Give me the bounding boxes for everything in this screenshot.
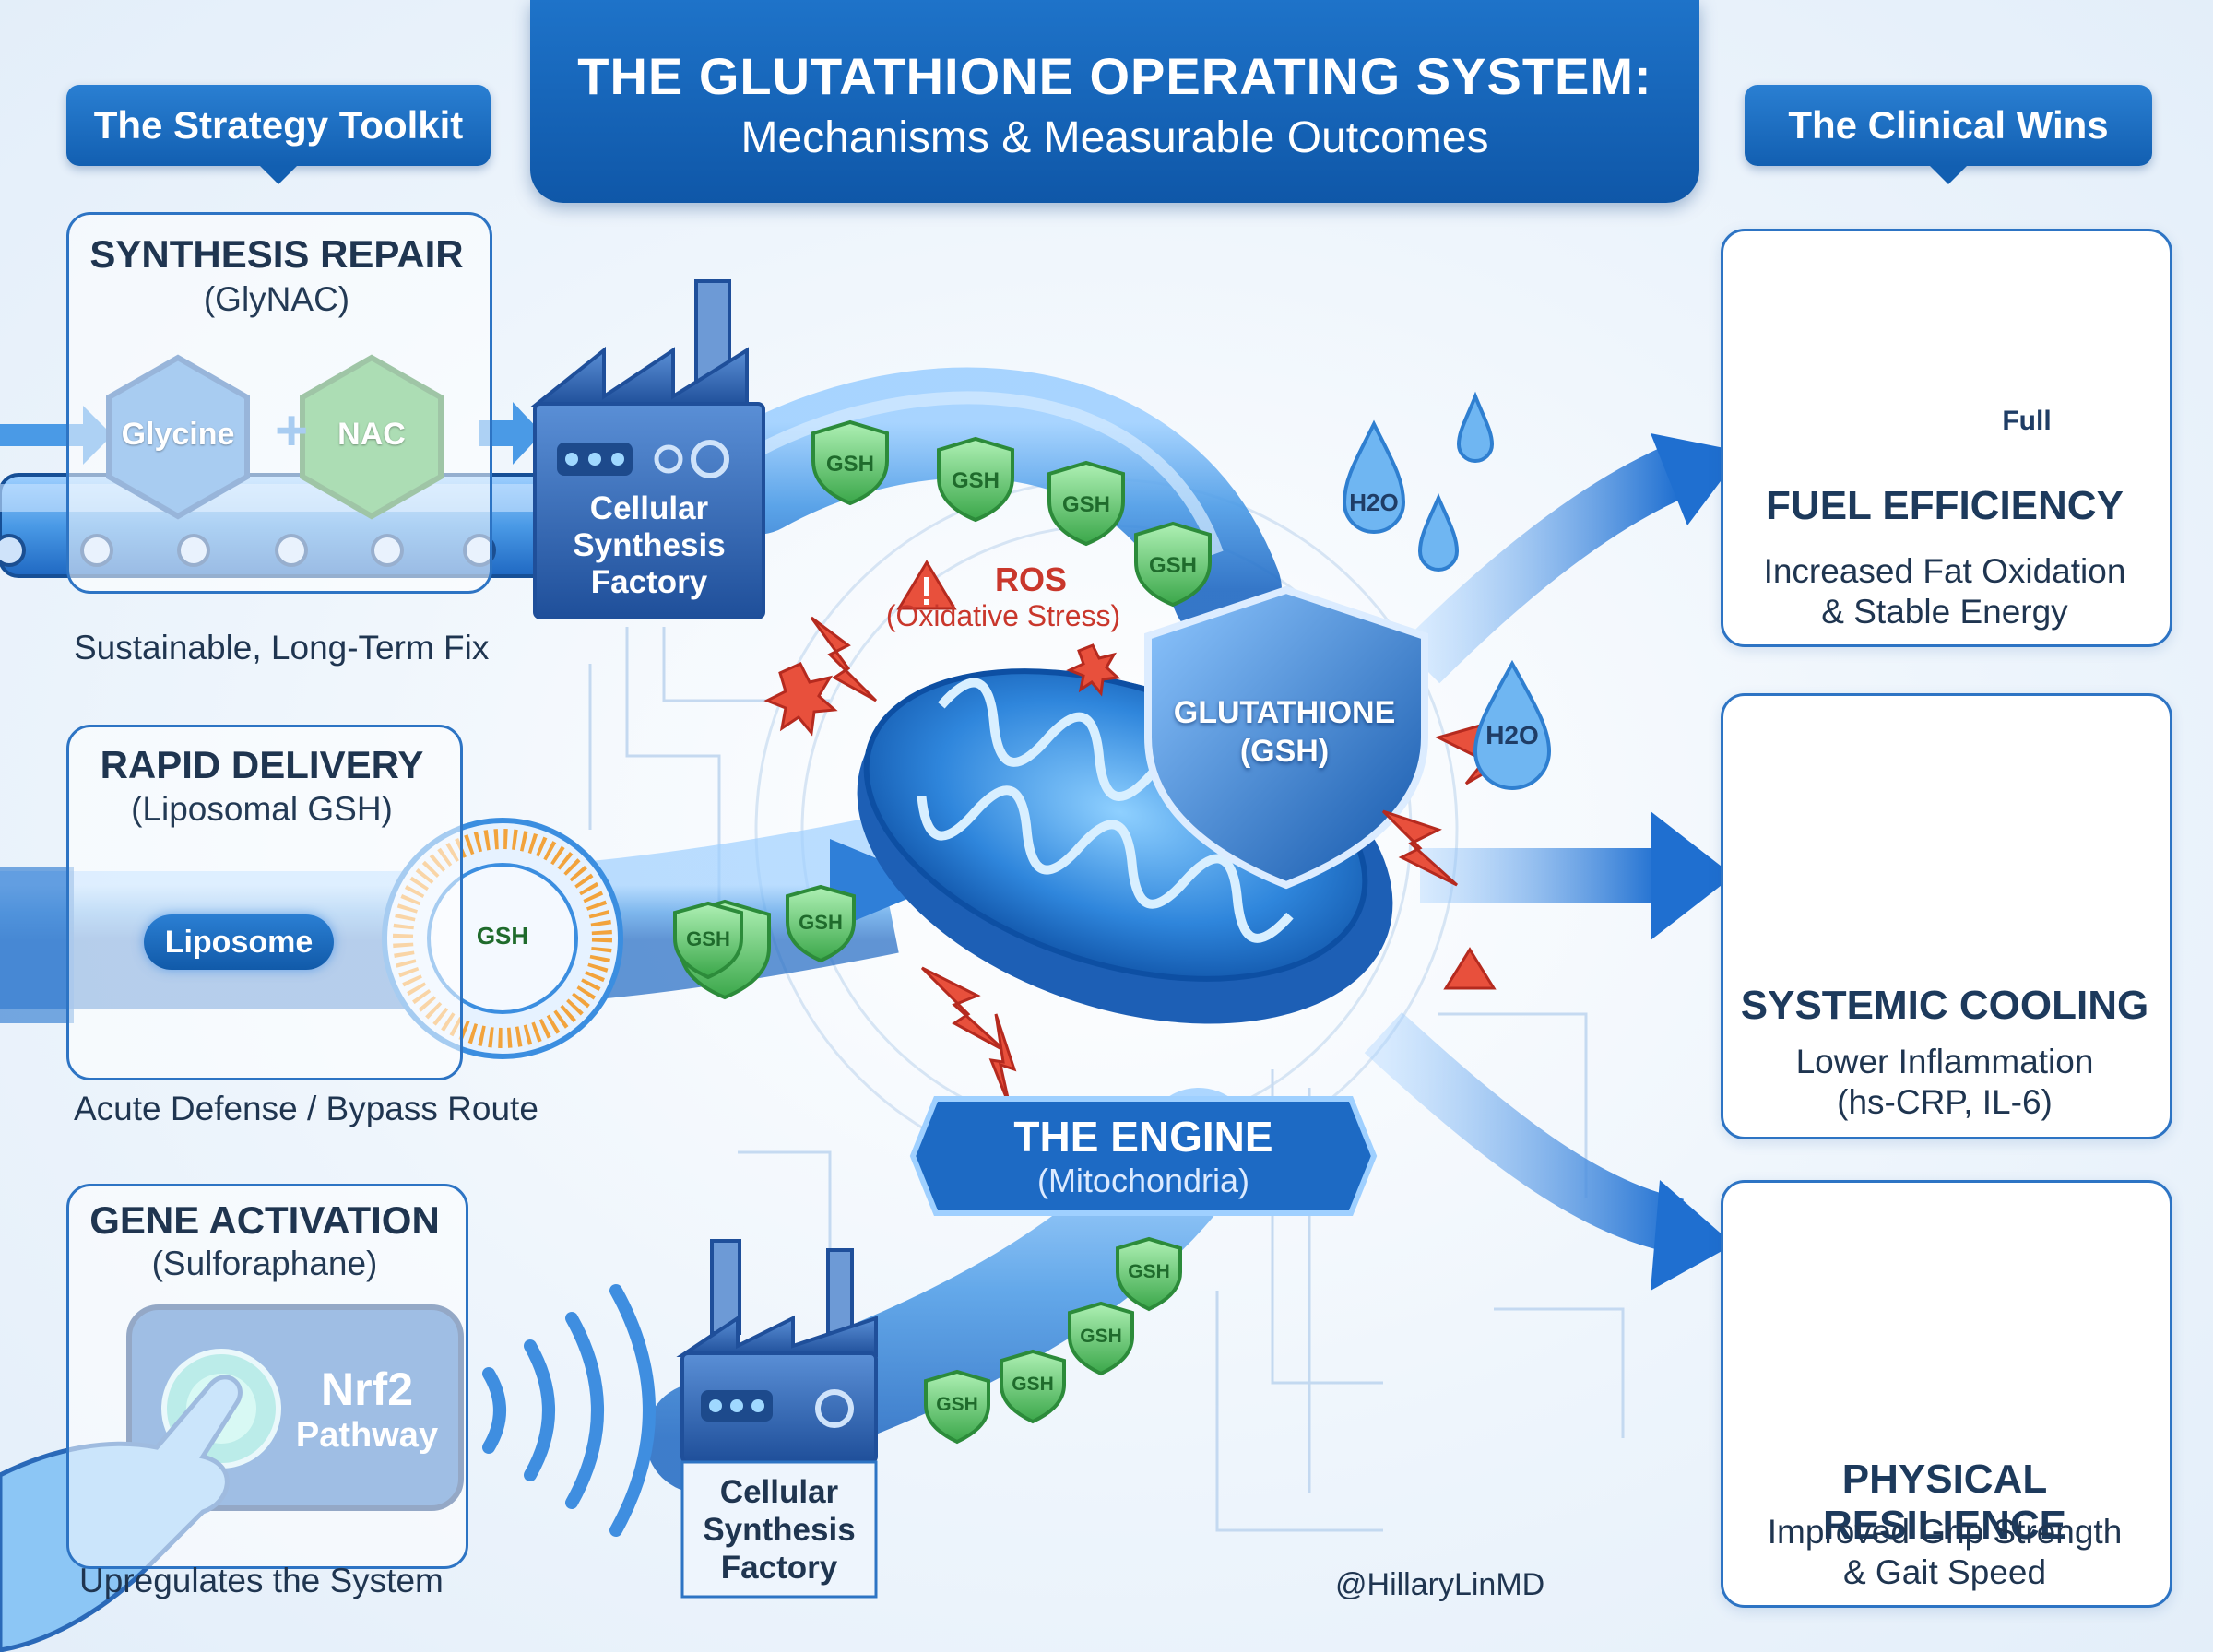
engine-title: THE ENGINE: [1013, 1113, 1273, 1161]
gene-activation-subtitle: (Sulforaphane): [151, 1245, 378, 1282]
gsh-tag: GSH: [1080, 1326, 1122, 1347]
output-arrows: [1364, 433, 1743, 1291]
glutathione-label: GLUTATHIONE (GSH): [1160, 693, 1409, 771]
factory-lower-line-3: Factory: [720, 1550, 838, 1586]
water-label: H2O: [1485, 721, 1539, 749]
glutathione-shield: [1144, 585, 1428, 890]
gsh-tag: GSH: [1148, 553, 1197, 578]
strategy-toolkit-header: The Strategy Toolkit: [66, 85, 491, 184]
gauge-label: Full: [2002, 406, 2052, 436]
glutathione-line-1: GLUTATHIONE: [1173, 695, 1396, 730]
physical-resilience-title: PHYSICAL RESILIENCE: [1822, 1457, 2067, 1548]
physical-resilience-panel: [1721, 1180, 2172, 1608]
factory-upper: [529, 279, 765, 620]
rapid-delivery-panel: [66, 725, 463, 1080]
synthesis-repair-subtitle: (GlyNAC): [203, 280, 350, 318]
systemic-cooling-title: SYSTEMIC COOLING: [1740, 983, 2149, 1028]
liposome-label: Liposome: [144, 914, 334, 970]
glycine-label: Glycine: [121, 417, 235, 452]
gene-activation-panel: [66, 1184, 468, 1569]
gsh-tag: GSH: [951, 468, 1000, 493]
page-title: THE GLUTATHIONE OPERATING SYSTEM:: [577, 47, 1652, 105]
title-banner: THE GLUTATHIONE OPERATING SYSTEM: Mechan…: [530, 0, 1699, 203]
engine-subtitle: (Mitochondria): [1036, 1162, 1250, 1199]
systemic-cooling-panel: [1721, 693, 2172, 1139]
factory-upper-line-2: Synthesis: [573, 527, 726, 563]
factory-lower-line-2: Synthesis: [703, 1512, 856, 1548]
nrf2-line-1: Nrf2: [320, 1363, 414, 1415]
gsh-tag: GSH: [799, 911, 843, 934]
ros-label: ROS (Oxidative Stress): [856, 560, 1151, 633]
gsh-tag: GSH: [936, 1394, 978, 1415]
rapid-delivery-subtitle: (Liposomal GSH): [131, 790, 393, 828]
physical-resilience-description: Improved Grip Strength & Gait Speed: [1724, 1512, 2165, 1593]
warning-icon: [896, 560, 1497, 990]
author-handle: @HillaryLinMD: [1335, 1567, 1545, 1602]
gsh-mini-shields: [673, 419, 1212, 1445]
rapid-delivery-note: Acute Defense / Bypass Route: [74, 1090, 538, 1127]
water-label: H2O: [1349, 489, 1399, 516]
page-subtitle: Mechanisms & Measurable Outcomes: [740, 113, 1489, 162]
factory-lower-line-1: Cellular: [719, 1474, 839, 1510]
fuel-efficiency-line-1: Increased Fat Oxidation: [1763, 552, 2126, 590]
fuel-efficiency-panel: [1721, 229, 2172, 647]
physical-resilience-line-1: Improved Grip Strength: [1767, 1513, 2123, 1551]
gsh-tag: GSH: [1061, 492, 1110, 517]
physical-resilience-line-2: & Gait Speed: [1842, 1553, 2047, 1591]
gsh-tag: GSH: [476, 922, 529, 950]
water-drops: [1342, 391, 1552, 790]
nrf2-line-2: Pathway: [295, 1416, 439, 1455]
factory-lower: [676, 1239, 878, 1599]
rapid-delivery-title: RAPID DELIVERY: [100, 743, 424, 786]
synthesis-repair-panel: [66, 212, 492, 594]
systemic-cooling-line-2: (hs-CRP, IL-6): [1837, 1083, 2053, 1121]
factory-upper-label: Cellular Synthesis Factory: [535, 490, 763, 601]
nac-label: NAC: [337, 417, 406, 452]
gsh-tag: GSH: [1012, 1374, 1054, 1395]
gsh-tag: GSH: [1128, 1261, 1170, 1282]
fuel-efficiency-line-2: & Stable Energy: [1821, 593, 2068, 631]
engine-banner: [909, 1096, 1378, 1216]
gene-activation-note: Upregulates the System: [79, 1562, 444, 1599]
nrf2-label: Nrf2 Pathway: [293, 1363, 441, 1456]
engine-label: THE ENGINE (Mitochondria): [913, 1099, 1374, 1213]
synthesis-repair-title: SYNTHESIS REPAIR: [89, 232, 464, 276]
gsh-tag: GSH: [825, 452, 874, 477]
ros-title: ROS: [994, 560, 1067, 598]
systemic-cooling-description: Lower Inflammation (hs-CRP, IL-6): [1724, 1042, 2165, 1123]
fuel-efficiency-description: Increased Fat Oxidation & Stable Energy: [1724, 551, 2165, 632]
systemic-cooling-line-1: Lower Inflammation: [1795, 1043, 2094, 1080]
factory-lower-label: Cellular Synthesis Factory: [682, 1473, 876, 1587]
ros-subtitle: (Oxidative Stress): [885, 599, 1121, 632]
gsh-tag: GSH: [686, 927, 730, 950]
clinical-wins-header: The Clinical Wins: [1745, 85, 2152, 184]
synthesis-repair-note: Sustainable, Long-Term Fix: [74, 629, 490, 667]
fuel-efficiency-title: FUEL EFFICIENCY: [1766, 483, 2124, 528]
factory-upper-line-3: Factory: [590, 564, 708, 600]
ros-burst: [763, 643, 1121, 737]
factory-upper-line-1: Cellular: [589, 490, 709, 526]
signal-waves: [482, 1284, 656, 1537]
glutathione-line-2: (GSH): [1239, 734, 1330, 769]
gene-activation-title: GENE ACTIVATION: [89, 1198, 440, 1242]
